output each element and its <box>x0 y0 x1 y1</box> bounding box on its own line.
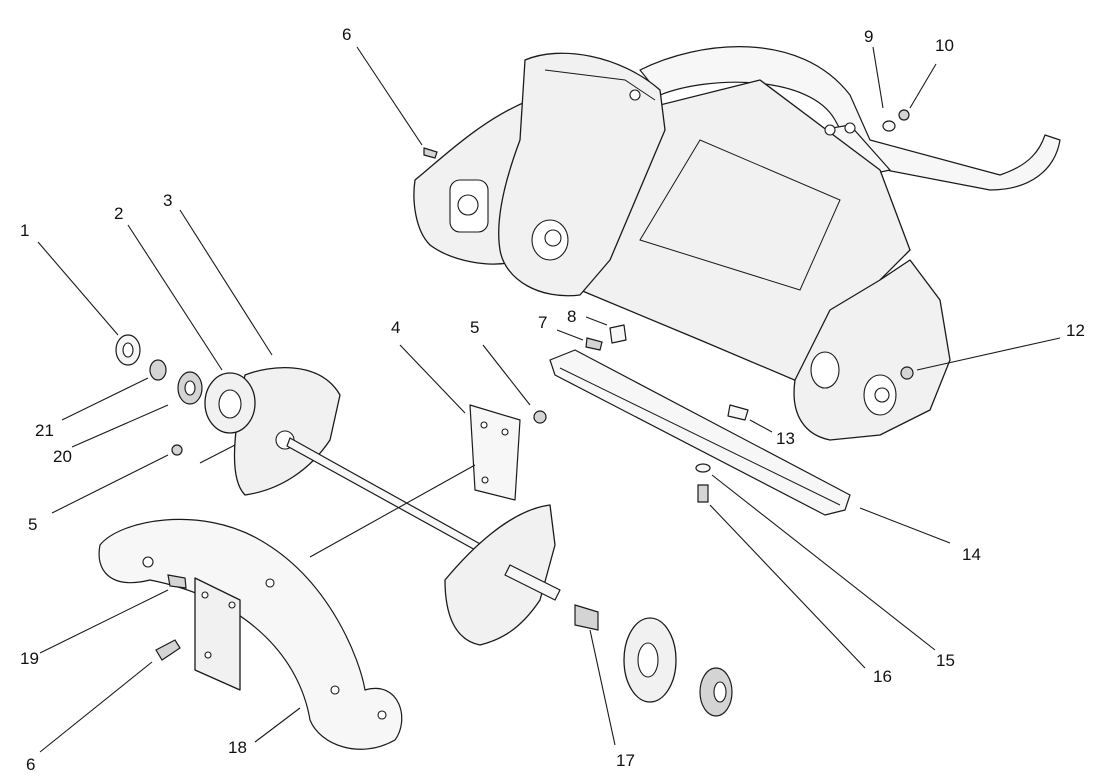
callout-20: 20 <box>53 447 72 466</box>
callout-12: 12 <box>1066 321 1085 340</box>
callout-4: 4 <box>391 318 400 337</box>
callout-labels: 1 2 3 4 5 5 6 6 7 8 9 10 12 13 14 15 16 … <box>20 25 1085 774</box>
callout-9: 9 <box>864 27 873 46</box>
handle-bar <box>639 46 1061 191</box>
callout-2: 2 <box>114 204 123 223</box>
bolt-12 <box>900 366 914 380</box>
washer-9 <box>882 120 896 132</box>
callout-3: 3 <box>163 191 172 210</box>
bolt-6-upper <box>423 147 438 159</box>
callout-6-upper: 6 <box>342 25 351 44</box>
clip-13 <box>727 404 749 421</box>
bolt-16 <box>697 484 709 503</box>
right-auger-flight <box>444 504 556 646</box>
right-side-plate <box>793 259 951 441</box>
callout-19: 19 <box>20 649 39 668</box>
bolt-6-lower <box>155 639 181 661</box>
callout-1: 1 <box>20 221 29 240</box>
bolt-19 <box>167 574 187 589</box>
nut-5-left <box>171 444 183 456</box>
auger-shaft <box>286 437 501 563</box>
spacer-17 <box>574 604 599 631</box>
callout-18: 18 <box>228 738 247 757</box>
callout-5-left: 5 <box>28 515 37 534</box>
callout-5-upper: 5 <box>470 318 479 337</box>
callout-13: 13 <box>776 429 795 448</box>
bolt-7 <box>585 337 603 351</box>
callout-16: 16 <box>873 667 892 686</box>
callout-14: 14 <box>962 545 981 564</box>
nut-21 <box>149 359 167 381</box>
callout-15: 15 <box>936 651 955 670</box>
callout-7: 7 <box>538 313 547 332</box>
callout-6-lower: 6 <box>26 755 35 774</box>
callout-17: 17 <box>616 751 635 770</box>
rubber-paddle <box>98 518 403 750</box>
nut-10 <box>898 109 910 121</box>
clip-8 <box>609 324 627 344</box>
washer-15 <box>695 463 711 473</box>
leader-lines <box>37 46 1061 753</box>
nut-5-upper <box>533 410 547 424</box>
auger-assembly <box>98 109 914 750</box>
callout-10: 10 <box>935 36 954 55</box>
auger-housing <box>413 46 1061 516</box>
callout-21: 21 <box>35 421 54 440</box>
paddle-upper <box>469 404 521 501</box>
callout-8: 8 <box>567 307 576 326</box>
